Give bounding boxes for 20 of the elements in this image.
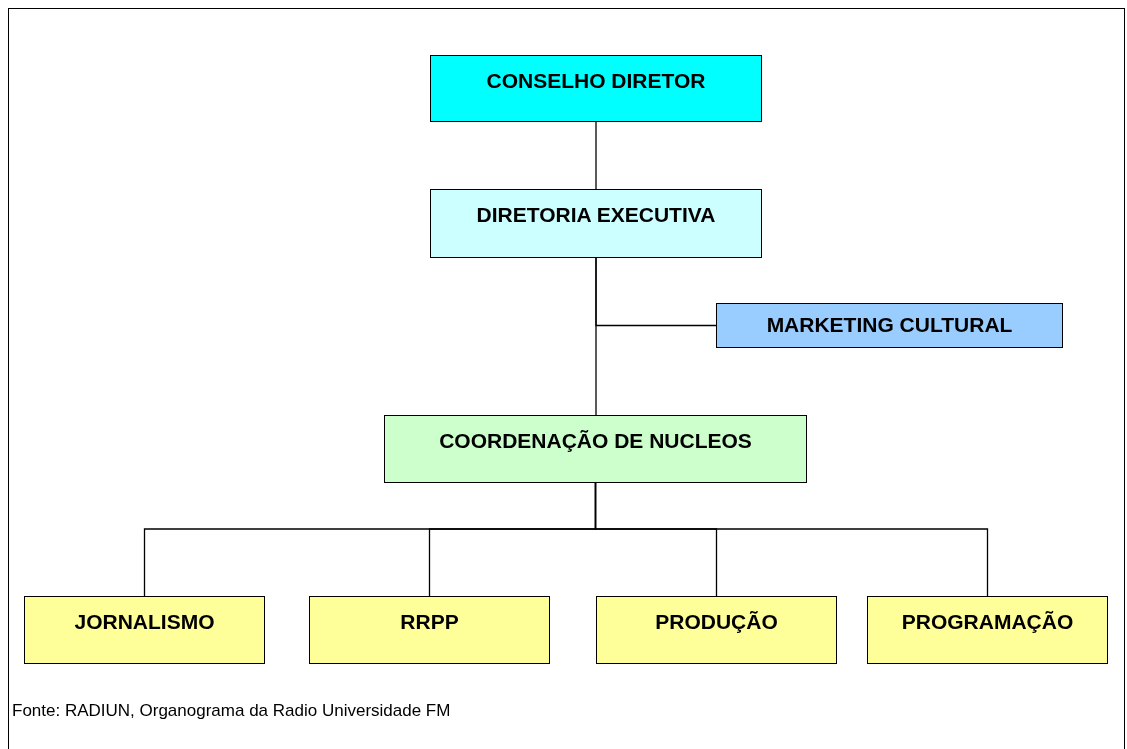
- box-title: RRPP: [400, 609, 459, 635]
- box-title: PRODUÇÃO: [655, 609, 778, 635]
- org-box: [430, 189, 762, 258]
- connector-line: [595, 121, 597, 190]
- source-caption: Fonte: RADIUN, Organograma da Radio Universidade FM: [12, 700, 451, 722]
- connector-line: [594, 482, 989, 597]
- org-box: [716, 303, 1063, 348]
- org-box: [384, 415, 807, 483]
- box-title: CONSELHO DIRETOR: [486, 68, 706, 94]
- box-title: MARKETING CULTURAL: [766, 312, 1013, 339]
- box-title: JORNALISMO: [74, 609, 215, 635]
- connector-line: [595, 257, 597, 416]
- box-title: PROGRAMAÇÃO: [901, 609, 1074, 635]
- box-title: COORDENAÇÃO DE NUCLEOS: [439, 428, 752, 454]
- org-box: [596, 596, 837, 664]
- org-box: [867, 596, 1108, 664]
- org-box: [309, 596, 550, 664]
- org-box: [24, 596, 265, 664]
- org-box: [430, 55, 762, 122]
- box-title: DIRETORIA EXECUTIVA: [476, 202, 716, 228]
